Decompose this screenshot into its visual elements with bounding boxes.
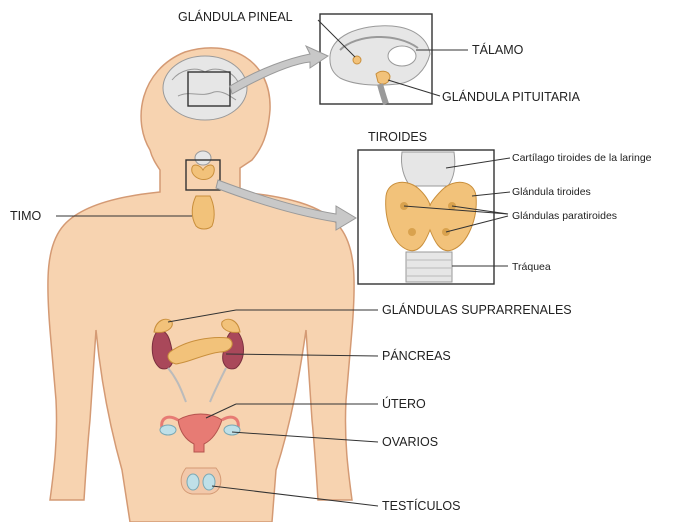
thymus-gland bbox=[192, 196, 214, 229]
label-thalamus: TÁLAMO bbox=[472, 42, 524, 57]
label-testes: TESTÍCULOS bbox=[382, 498, 461, 513]
label-pancreas: PÁNCREAS bbox=[382, 348, 451, 363]
parathyroid-2 bbox=[408, 228, 416, 236]
testis-right bbox=[203, 474, 215, 490]
label-thyroid-cartilage: Cartílago tiroides de la laringe bbox=[512, 152, 652, 164]
ovary-right bbox=[224, 425, 240, 435]
label-ovaries: OVARIOS bbox=[382, 435, 438, 449]
label-thymus: TIMO bbox=[10, 209, 42, 223]
label-uterus: ÚTERO bbox=[382, 396, 426, 411]
label-parathyroid: Glándulas paratiroides bbox=[512, 210, 617, 222]
larynx bbox=[195, 151, 211, 165]
pituitary-gland bbox=[376, 71, 390, 84]
trachea bbox=[406, 252, 452, 282]
label-pineal: GLÁNDULA PINEAL bbox=[178, 9, 293, 24]
label-pituitary: GLÁNDULA PITUITARIA bbox=[442, 89, 581, 104]
label-trachea: Tráquea bbox=[512, 261, 551, 273]
larynx-cartilage bbox=[401, 152, 454, 186]
thalamus-region bbox=[388, 46, 416, 66]
testis-left bbox=[187, 474, 199, 490]
ovary-left bbox=[160, 425, 176, 435]
pineal-gland bbox=[353, 56, 361, 64]
label-thyroid-gland: Glándula tiroides bbox=[512, 186, 591, 198]
label-adrenals: GLÁNDULAS SUPRARRENALES bbox=[382, 302, 572, 317]
label-thyroid-title: TIROIDES bbox=[368, 130, 427, 144]
